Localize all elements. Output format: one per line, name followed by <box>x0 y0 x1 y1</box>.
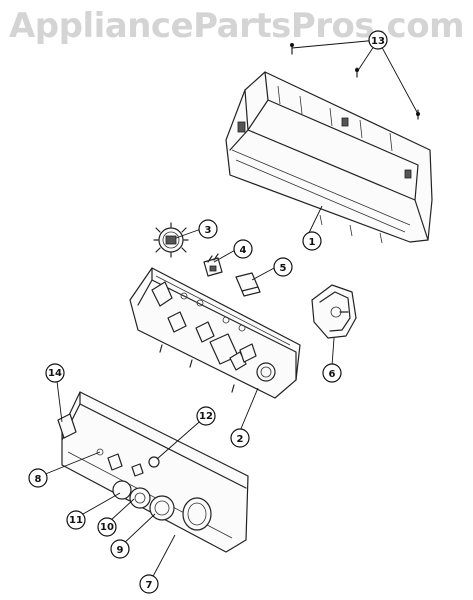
callout-9-label: 9 <box>117 545 124 556</box>
callout-6-label: 6 <box>329 369 336 380</box>
callout-11: 11 <box>66 510 86 530</box>
callout-3: 3 <box>198 219 218 239</box>
callout-8: 8 <box>28 468 48 488</box>
callout-2-label: 2 <box>237 434 244 445</box>
callout-14-label: 14 <box>48 368 62 379</box>
callout-6: 6 <box>322 363 342 383</box>
switch-part-4 <box>203 253 223 277</box>
callout-4: 4 <box>233 239 253 259</box>
block-part-5 <box>235 272 261 297</box>
callout-9: 9 <box>110 539 130 559</box>
callout-7-label: 7 <box>146 580 153 591</box>
callout-1-label: 1 <box>309 237 316 248</box>
control-board-part <box>129 267 301 399</box>
callout-3-label: 3 <box>205 225 212 236</box>
callout-13: 13 <box>368 30 388 50</box>
callout-4-label: 4 <box>240 245 247 256</box>
callout-14: 14 <box>45 363 65 383</box>
callout-12: 12 <box>196 406 216 426</box>
front-panel-part <box>61 391 249 553</box>
callout-10: 10 <box>97 517 117 537</box>
callout-7: 7 <box>139 574 159 594</box>
timer-gear-part <box>153 222 189 258</box>
console-housing-part <box>225 71 433 244</box>
callout-8-label: 8 <box>35 474 42 485</box>
bracket-part-6 <box>311 284 357 339</box>
callout-1: 1 <box>302 231 322 251</box>
callout-5: 5 <box>273 257 293 277</box>
callout-2: 2 <box>230 428 250 448</box>
callout-11-label: 11 <box>69 515 83 526</box>
watermark-text: AppliancePartsPros.com <box>8 6 465 46</box>
callout-10-label: 10 <box>100 522 114 533</box>
callout-12-label: 12 <box>199 411 213 422</box>
knob-part-12 <box>148 456 160 468</box>
callout-13-label: 13 <box>371 36 385 47</box>
callout-5-label: 5 <box>280 263 287 274</box>
knob-part-14 <box>57 413 77 439</box>
